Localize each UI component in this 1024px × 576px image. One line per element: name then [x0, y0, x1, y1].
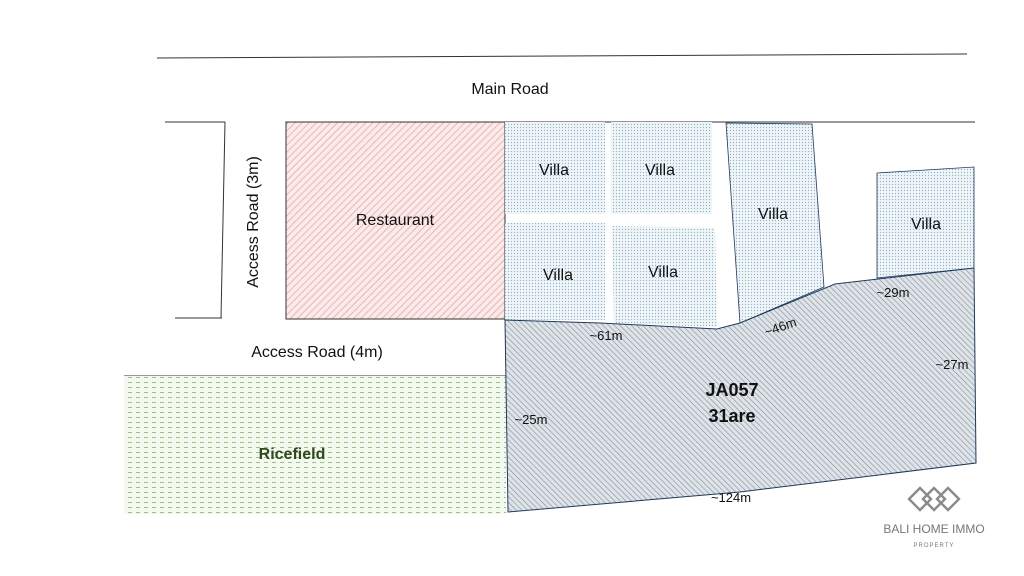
restaurant-block — [285, 121, 506, 320]
dim-bottom: ~124m — [711, 490, 751, 505]
plot-code: JA057 — [705, 380, 758, 400]
company-name: BALI HOME IMMO — [883, 522, 984, 536]
dim-right: ~27m — [936, 357, 969, 372]
dim-left: ~25m — [515, 412, 548, 427]
dim-top-left: ~61m — [590, 328, 623, 343]
villa-block-2 — [611, 122, 712, 214]
villa-block-4 — [612, 226, 717, 327]
diamond-chain-icon — [907, 486, 961, 512]
dim-top-right: ~29m — [877, 285, 910, 300]
villa-label-6: Villa — [911, 216, 941, 233]
access-road-3m-label: Access Road (3m) — [245, 156, 262, 288]
plot-ja057 — [504, 267, 977, 513]
main-road-line — [156, 53, 968, 59]
villa-block-5 — [725, 122, 825, 324]
access-road-4m-label: Access Road (4m) — [251, 344, 383, 361]
villa-label-4: Villa — [648, 264, 678, 281]
access-road-3m-line — [220, 121, 226, 319]
villa-label-3: Villa — [543, 267, 573, 284]
villa-label-2: Villa — [645, 162, 675, 179]
company-tagline: PROPERTY — [914, 543, 955, 549]
villa-label-5: Villa — [758, 206, 788, 223]
main-road-label: Main Road — [471, 81, 548, 98]
restaurant-label: Restaurant — [356, 212, 435, 229]
villa-block-1 — [505, 122, 605, 214]
plot-area: 31are — [708, 406, 755, 426]
ricefield-label: Ricefield — [259, 446, 326, 463]
ricefield-area — [124, 376, 506, 514]
villa-label-1: Villa — [539, 162, 569, 179]
villa-block-3 — [505, 223, 605, 320]
